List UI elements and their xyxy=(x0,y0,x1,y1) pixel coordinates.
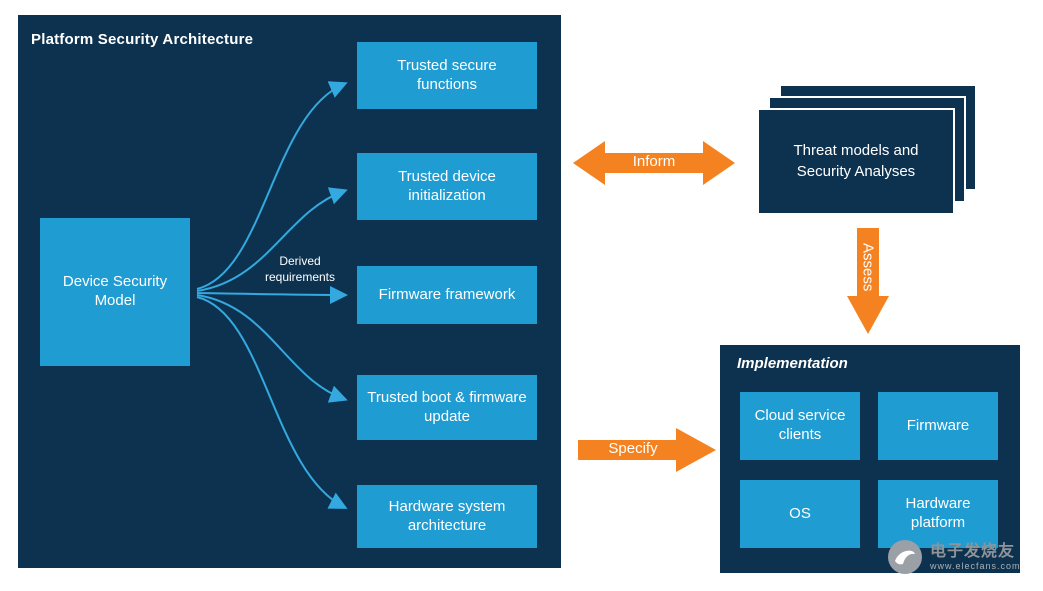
specify-arrow: Specify xyxy=(578,425,716,475)
component-firmware-framework: Firmware framework xyxy=(357,266,537,324)
watermark: 电子发烧友 www.elecfans.com xyxy=(886,538,1021,576)
assess-arrow-shape xyxy=(847,228,889,334)
impl-cloud-service-clients: Cloud service clients xyxy=(740,392,860,460)
derived-requirements-label: Derived requirements xyxy=(264,254,336,284)
psa-panel-title: Platform Security Architecture xyxy=(31,31,254,48)
device-security-model-box: Device Security Model xyxy=(40,218,190,366)
impl-os: OS xyxy=(740,480,860,548)
assess-arrow: Assess xyxy=(845,228,891,336)
component-trusted-device-initialization: Trusted device initialization xyxy=(357,153,537,220)
component-trusted-secure-functions: Trusted secure functions xyxy=(357,42,537,109)
inform-arrow: Inform xyxy=(573,137,735,189)
inform-arrow-label: Inform xyxy=(632,153,676,170)
watermark-name: 电子发烧友 xyxy=(930,543,1016,561)
assess-arrow-label: Assess xyxy=(859,242,877,292)
inform-arrow-shape xyxy=(573,141,735,185)
component-hardware-system-architecture: Hardware system architecture xyxy=(357,485,537,548)
specify-arrow-shape xyxy=(578,428,716,472)
watermark-url: www.elecfans.com xyxy=(930,560,1021,571)
implementation-panel: Implementation Cloud service clients Fir… xyxy=(720,345,1020,573)
elecfans-logo-icon xyxy=(888,540,922,574)
threat-models-card: Threat models and Security Analyses xyxy=(757,108,955,215)
component-trusted-boot-firmware-update: Trusted boot & firmware update xyxy=(357,375,537,440)
implementation-title: Implementation xyxy=(737,355,848,372)
impl-firmware: Firmware xyxy=(878,392,998,460)
specify-arrow-label: Specify xyxy=(608,440,658,457)
impl-hardware-platform: Hardware platform xyxy=(878,480,998,548)
